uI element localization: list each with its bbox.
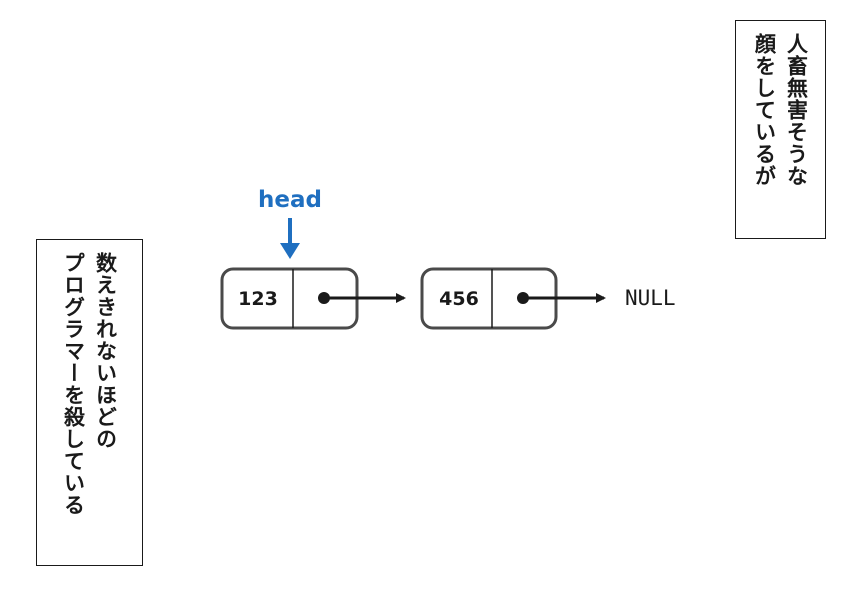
caption-line: プログラマーを殺している	[61, 252, 86, 516]
head-label: head	[258, 187, 322, 213]
caption-box-right: 人畜無害そうな 顔をしているが	[735, 20, 826, 239]
null-label: NULL	[625, 286, 676, 310]
caption-line: 人畜無害そうな	[784, 33, 809, 187]
list-node: 456	[420, 267, 558, 330]
head-pointer-arrow	[280, 218, 300, 259]
caption-box-left: 数えきれないほどの プログラマーを殺している	[36, 239, 143, 566]
caption-line: 顔をしているが	[752, 33, 777, 187]
node-value: 123	[238, 288, 278, 310]
caption-line: 数えきれないほどの	[93, 252, 118, 450]
node-value: 456	[439, 288, 479, 310]
list-node: 123	[220, 267, 359, 330]
